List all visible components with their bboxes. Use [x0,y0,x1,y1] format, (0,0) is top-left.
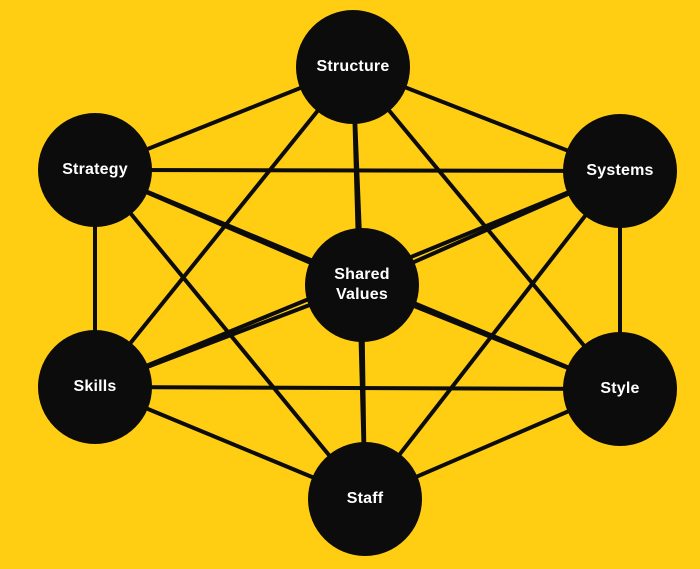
node-skills-label: Skills [73,378,117,395]
node-strategy: Strategy [38,113,152,227]
node-systems: Systems [563,114,677,228]
node-structure-label: Structure [316,58,390,75]
node-shared-values: Shared Values [305,228,419,342]
node-staff: Staff [308,442,422,556]
node-structure: Structure [296,10,410,124]
node-systems-label: Systems [586,162,654,179]
edge-systems-staff [363,169,622,501]
edge-strategy-systems [94,168,621,173]
node-staff-label: Staff [346,490,384,507]
edge-skills-style [94,385,621,391]
node-style-label: Style [600,380,640,397]
node-style: Style [563,332,677,446]
node-strategy-label: Strategy [62,161,128,178]
node-skills: Skills [38,330,152,444]
node-shared-values-label: Shared Values [334,266,390,303]
